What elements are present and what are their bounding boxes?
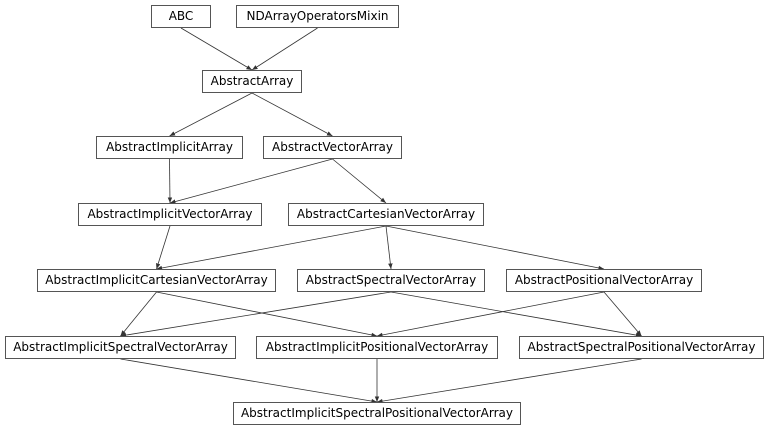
node-label: AbstractImplicitPositionalVectorArray <box>265 340 489 354</box>
node-ndarray-operators-mixin[interactable]: NDArrayOperatorsMixin <box>236 5 399 28</box>
node-abc[interactable]: ABC <box>151 5 211 28</box>
node-label: NDArrayOperatorsMixin <box>246 9 389 23</box>
edge-aa-to-aia <box>169 92 253 137</box>
node-label: AbstractSpectralPositionalVectorArray <box>527 340 756 354</box>
edge-aia-to-aiva <box>167 158 173 204</box>
node-abstract-implicit-spectral-positional-vector-array[interactable]: AbstractImplicitSpectralPositionalVector… <box>233 402 521 425</box>
node-abstract-implicit-cartesian-vector-array[interactable]: AbstractImplicitCartesianVectorArray <box>37 269 276 292</box>
edge-ndmixin-to-aa <box>251 27 318 71</box>
node-abstract-array[interactable]: AbstractArray <box>202 70 302 93</box>
edge-aisva-to-aispva <box>120 358 378 404</box>
edge-aicva-to-aisva <box>120 291 157 337</box>
edge-aspva-to-aispva <box>376 358 642 404</box>
edge-acva-to-asva <box>385 225 393 270</box>
edge-aiva-to-aicva <box>156 225 171 270</box>
node-label: AbstractPositionalVectorArray <box>514 273 694 287</box>
node-label: AbstractArray <box>210 74 294 88</box>
node-abstract-vector-array[interactable]: AbstractVectorArray <box>263 136 402 159</box>
node-label: AbstractSpectralVectorArray <box>305 273 477 287</box>
node-abstract-implicit-spectral-vector-array[interactable]: AbstractImplicitSpectralVectorArray <box>5 336 236 359</box>
edge-abc-to-aa <box>180 27 253 71</box>
node-label: AbstractImplicitSpectralVectorArray <box>13 340 228 354</box>
node-label: AbstractImplicitSpectralPositionalVector… <box>240 406 514 420</box>
edge-apva-to-aspva <box>603 291 642 337</box>
node-label: AbstractVectorArray <box>272 140 393 154</box>
edge-apva-to-aipva <box>376 291 605 338</box>
node-abstract-implicit-positional-vector-array[interactable]: AbstractImplicitPositionalVectorArray <box>256 336 498 359</box>
edge-acva-to-aicva <box>156 225 387 271</box>
edge-ava-to-acva <box>332 158 387 204</box>
edge-ava-to-aiva <box>169 158 333 204</box>
edge-asva-to-aisva <box>120 291 392 338</box>
node-abstract-cartesian-vector-array[interactable]: AbstractCartesianVectorArray <box>288 203 484 226</box>
node-label: AbstractImplicitArray <box>106 140 233 154</box>
edge-aicva-to-aipva <box>156 291 378 338</box>
node-abstract-spectral-vector-array[interactable]: AbstractSpectralVectorArray <box>297 269 485 292</box>
edge-aa-to-ava <box>251 92 333 137</box>
node-label: AbstractCartesianVectorArray <box>296 207 476 221</box>
node-abstract-positional-vector-array[interactable]: AbstractPositionalVectorArray <box>506 269 702 292</box>
edge-asva-to-aspva <box>390 291 642 338</box>
edge-acva-to-apva <box>385 225 605 271</box>
node-abstract-implicit-array[interactable]: AbstractImplicitArray <box>96 136 243 159</box>
node-label: ABC <box>168 9 194 23</box>
node-abstract-spectral-positional-vector-array[interactable]: AbstractSpectralPositionalVectorArray <box>519 336 764 359</box>
node-abstract-implicit-vector-array[interactable]: AbstractImplicitVectorArray <box>78 203 262 226</box>
node-label: AbstractImplicitCartesianVectorArray <box>45 273 268 287</box>
node-label: AbstractImplicitVectorArray <box>87 207 253 221</box>
